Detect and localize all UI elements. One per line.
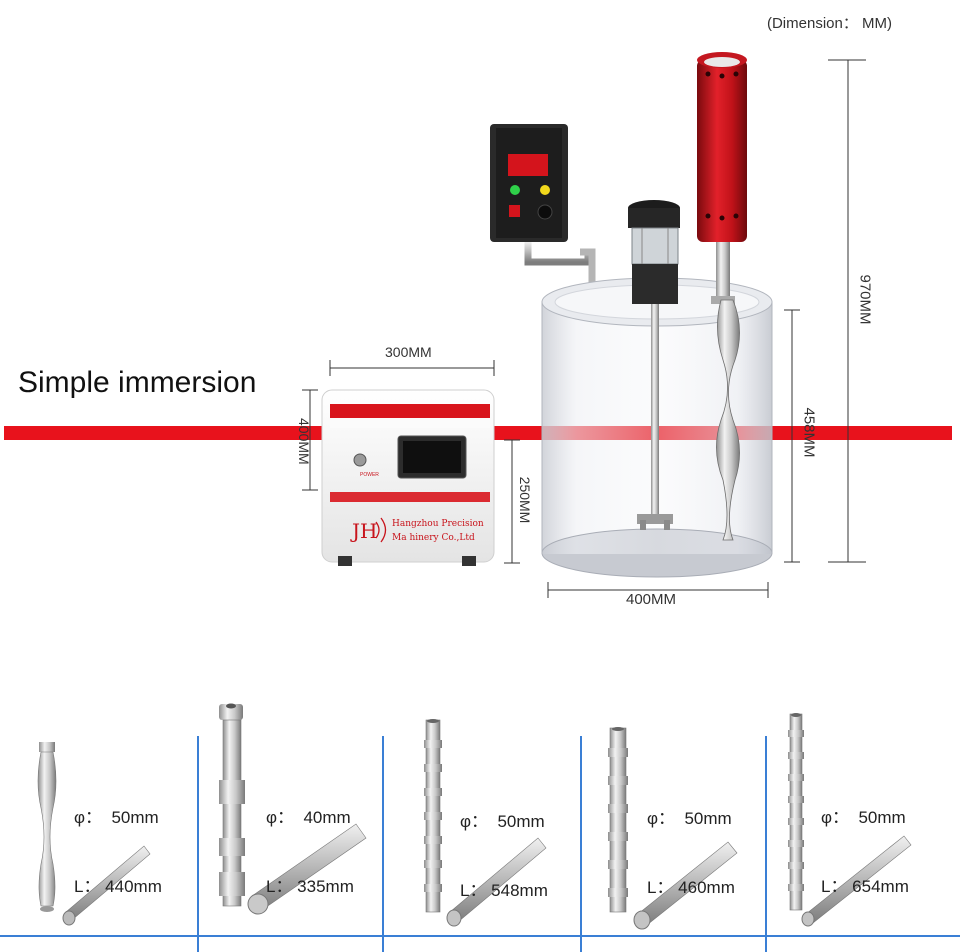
generator-height-label: 400MM [296, 418, 312, 465]
horn-3-spec: φ： 50mm L： 548mm [460, 764, 548, 925]
ultrasonic-generator: JH [321, 389, 495, 566]
horn-2-image [219, 703, 367, 915]
horn-2-diameter: φ： 40mm [266, 808, 351, 827]
generator-logo: JH [350, 519, 377, 543]
horn-5-diameter: φ： 50mm [821, 808, 906, 827]
horn-3-diameter: φ： 50mm [460, 812, 545, 831]
horn-4-image [608, 727, 738, 930]
tank-dimension-lines [547, 59, 866, 598]
generator-width-label: 300MM [385, 344, 432, 360]
headline: Simple immersion [18, 366, 257, 399]
horn-3-length: L： 548mm [460, 881, 548, 900]
horn-1-length: L： 440mm [74, 877, 162, 896]
stirrer-motor [628, 200, 680, 530]
horn-4-spec: φ： 50mm L： 460mm [647, 761, 735, 922]
horn-4-diameter: φ： 50mm [647, 809, 732, 828]
horn-1-image [37, 742, 151, 926]
horn-1-diameter: φ： 50mm [74, 808, 159, 827]
total-height-label: 970MM [856, 274, 874, 325]
tank-height-label: 458MM [800, 407, 818, 458]
company-name-line1: Hangzhou Precision [392, 519, 484, 529]
motor-control-box [490, 124, 596, 302]
generator-depth-label: 250MM [517, 476, 533, 524]
horn-5-length: L： 654mm [821, 877, 909, 896]
company-name-line2: Ma hinery Co.,Ltd [392, 533, 475, 543]
horn-1-spec: φ： 50mm L： 440mm [74, 760, 162, 921]
horn-5-image [788, 713, 912, 927]
horn-4-length: L： 460mm [647, 878, 735, 897]
horn-2-spec: φ： 40mm L： 335mm [266, 760, 354, 921]
ultrasonic-transducer [697, 52, 747, 541]
horn-grid-lines [0, 736, 960, 952]
horn-3-image [424, 719, 547, 927]
tank-diameter-label: 400MM [626, 591, 677, 608]
generator-dimension-lines [302, 360, 520, 564]
horn-5-spec: φ： 50mm L： 654mm [821, 760, 909, 921]
dimension-unit-note: (Dimension： MM) [766, 15, 892, 32]
horn-2-length: L： 335mm [266, 877, 354, 896]
power-label: POWER [360, 472, 379, 478]
